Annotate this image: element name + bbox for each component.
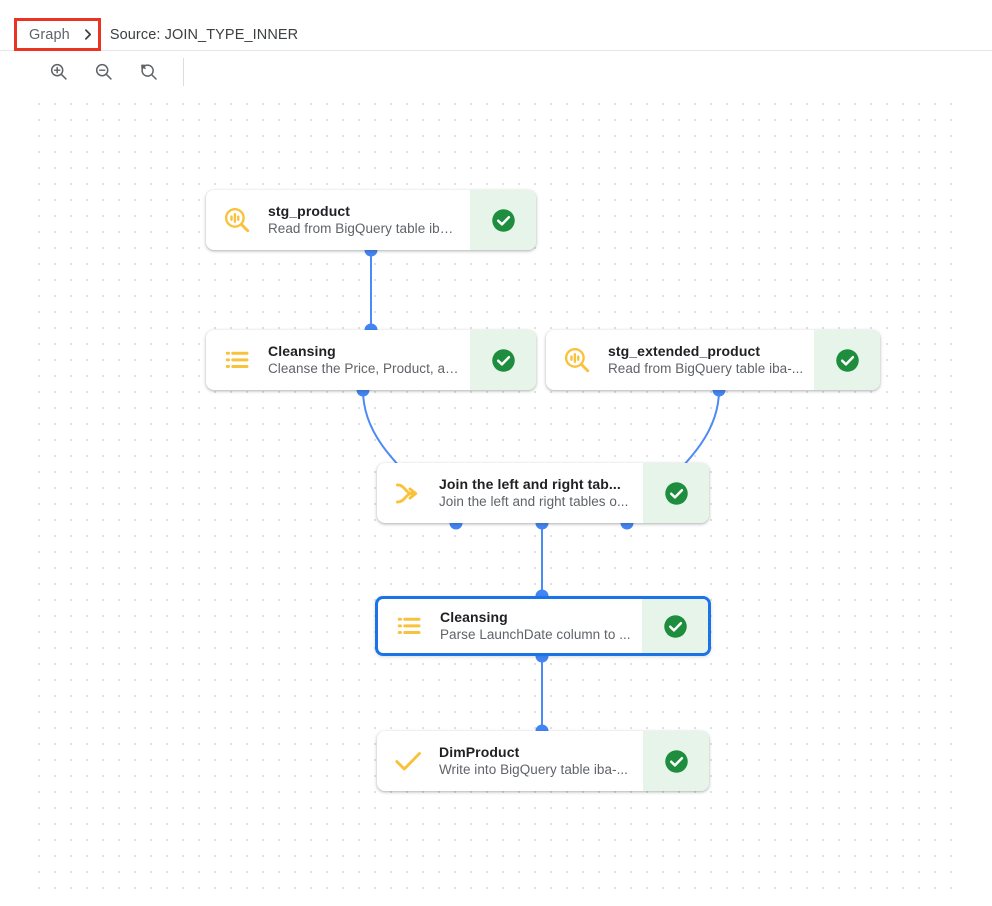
graph-node-cleansing-2[interactable]: Cleansing Parse LaunchDate column to ... (375, 596, 711, 656)
check-circle-icon (491, 208, 515, 232)
check-circle-icon (663, 614, 687, 638)
graph-node-join[interactable]: Join the left and right tab... Join the … (377, 463, 709, 523)
node-title: Cleansing (268, 343, 336, 359)
node-text-block: Cleansing Cleanse the Price, Product, an… (268, 330, 470, 390)
breadcrumb-current-label: Source: JOIN_TYPE_INNER (109, 26, 299, 43)
breadcrumb: Graph Source: JOIN_TYPE_INNER (14, 18, 298, 51)
status-badge (643, 463, 709, 523)
check-circle-icon (835, 348, 859, 372)
breadcrumb-bar: Graph Source: JOIN_TYPE_INNER (0, 0, 992, 51)
node-title: Join the left and right tab... (439, 476, 621, 492)
node-subtitle: Cleanse the Price, Product, an... (268, 361, 460, 376)
cleansing-list-icon (206, 330, 268, 390)
toolbar-divider (183, 57, 184, 86)
node-title: stg_product (268, 203, 350, 219)
check-circle-icon (664, 749, 688, 773)
status-badge (642, 599, 708, 653)
node-title: stg_extended_product (608, 343, 761, 359)
graph-node-cleansing-1[interactable]: Cleansing Cleanse the Price, Product, an… (206, 330, 536, 390)
node-text-block: DimProduct Write into BigQuery table iba… (439, 731, 643, 791)
node-title: DimProduct (439, 744, 520, 760)
node-text-block: stg_product Read from BigQuery table iba… (268, 190, 470, 250)
zoom-out-icon[interactable] (86, 55, 120, 89)
node-subtitle: Read from BigQuery table iba-... (608, 361, 804, 376)
bigquery-source-icon (206, 190, 268, 250)
node-subtitle: Write into BigQuery table iba-... (439, 762, 628, 777)
node-subtitle: Parse LaunchDate column to ... (440, 627, 631, 642)
breadcrumb-root-link[interactable]: Graph (29, 26, 70, 43)
cleansing-list-icon (378, 599, 440, 653)
node-text-block: Cleansing Parse LaunchDate column to ... (440, 599, 642, 653)
graph-node-stg-product[interactable]: stg_product Read from BigQuery table iba… (206, 190, 536, 250)
node-subtitle: Join the left and right tables o... (439, 494, 629, 509)
status-badge (470, 330, 536, 390)
graph-node-stg-extended-product[interactable]: stg_extended_product Read from BigQuery … (546, 330, 880, 390)
graph-canvas[interactable]: stg_product Read from BigQuery table iba… (27, 92, 956, 891)
bigquery-source-icon (546, 330, 608, 390)
check-circle-icon (664, 481, 688, 505)
node-subtitle: Read from BigQuery table iba-... (268, 221, 460, 236)
node-title: Cleansing (440, 609, 508, 625)
sink-check-icon (377, 731, 439, 791)
zoom-reset-icon[interactable] (131, 55, 165, 89)
check-circle-icon (491, 348, 515, 372)
graph-node-dimproduct[interactable]: DimProduct Write into BigQuery table iba… (377, 731, 709, 791)
status-badge (814, 330, 880, 390)
status-badge (470, 190, 536, 250)
node-text-block: Join the left and right tab... Join the … (439, 463, 643, 523)
chevron-right-icon (81, 28, 94, 41)
zoom-toolbar (0, 51, 992, 92)
zoom-in-icon[interactable] (41, 55, 75, 89)
node-text-block: stg_extended_product Read from BigQuery … (608, 330, 814, 390)
status-badge (643, 731, 709, 791)
join-merge-icon (377, 463, 439, 523)
